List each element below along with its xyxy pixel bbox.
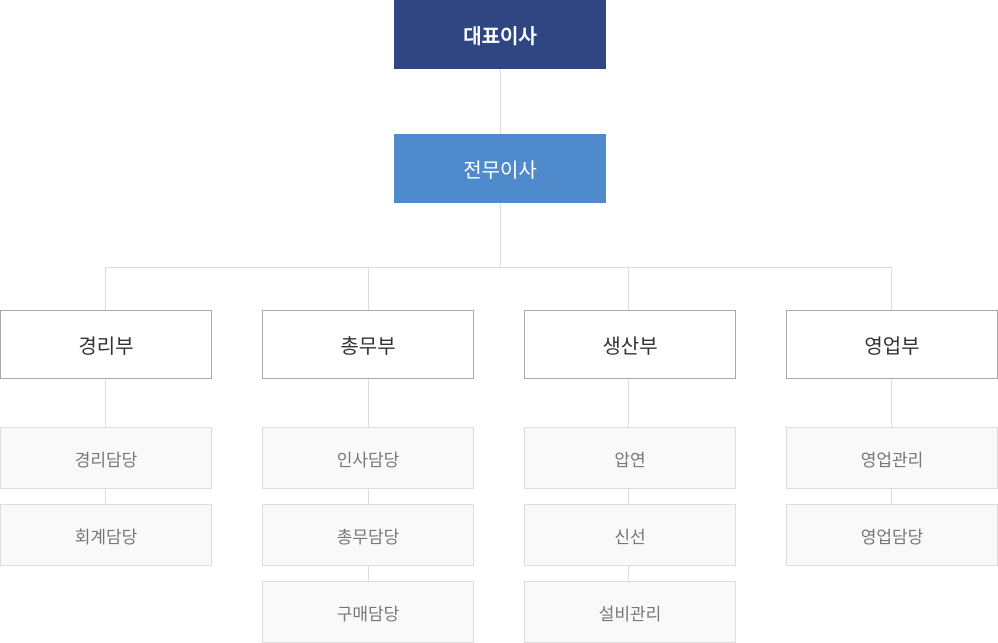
team-box: 영업관리 [786, 427, 998, 489]
team-box: 인사담당 [262, 427, 474, 489]
ceo-box: 대표이사 [394, 0, 606, 69]
team-box: 압연 [524, 427, 736, 489]
connector-horizontal [105, 267, 892, 268]
department-production: 생산부 [524, 310, 736, 379]
connector-dept-3 [628, 267, 629, 310]
vice-president-box: 전무이사 [394, 134, 606, 203]
department-general-affairs: 총무부 [262, 310, 474, 379]
team-box: 회계담당 [0, 504, 212, 566]
connector-dept-2 [368, 267, 369, 310]
team-box: 신선 [524, 504, 736, 566]
connector-vp-down [500, 203, 501, 267]
connector-dept-4 [891, 267, 892, 310]
team-box: 총무담당 [262, 504, 474, 566]
team-box: 구매담당 [262, 581, 474, 643]
department-accounting: 경리부 [0, 310, 212, 379]
connector-dept-1 [105, 267, 106, 310]
team-box: 영업담당 [786, 504, 998, 566]
connector-ceo-vp [500, 69, 501, 134]
team-box: 설비관리 [524, 581, 736, 643]
team-box: 경리담당 [0, 427, 212, 489]
department-sales: 영업부 [786, 310, 998, 379]
